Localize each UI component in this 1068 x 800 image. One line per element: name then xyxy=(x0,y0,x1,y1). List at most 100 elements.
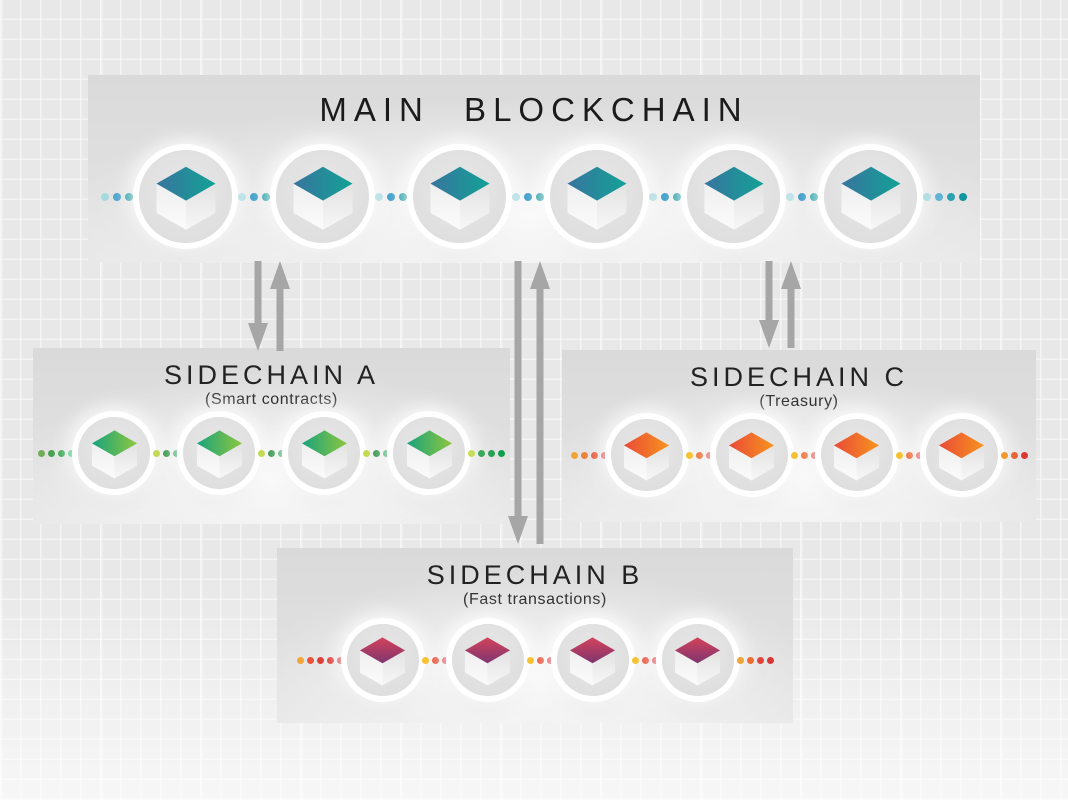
block-node xyxy=(824,150,917,243)
chain-link-dots xyxy=(649,192,681,201)
chain-dot xyxy=(498,449,505,457)
chain-dot xyxy=(915,451,923,459)
chain-dot xyxy=(631,656,639,664)
chain-link-dots xyxy=(101,192,133,201)
sidechain-a-subtitle: (Smart contracts) xyxy=(205,391,338,408)
chain-link-dots xyxy=(375,192,407,201)
main-blockchain-title: MAIN BLOCKCHAIN xyxy=(319,91,749,128)
chain-dot xyxy=(363,449,370,457)
chain-link-dots xyxy=(468,449,505,457)
sidechain-b-title: SIDECHAIN B xyxy=(426,560,644,590)
two-way-arrow-main-sidechain-c xyxy=(759,261,801,348)
block-node xyxy=(451,624,524,696)
chain-dot xyxy=(441,656,449,664)
chain-dot xyxy=(1000,451,1008,459)
block-node xyxy=(687,150,780,243)
sidechain-c-title: SIDECHAIN C xyxy=(689,362,909,392)
block-cube-icon xyxy=(91,429,137,479)
block-cube-icon xyxy=(938,431,985,481)
block-node xyxy=(556,624,629,696)
chain-dot xyxy=(431,656,439,664)
chain-dot xyxy=(570,451,578,459)
chain-dot xyxy=(580,451,588,459)
chain-dot xyxy=(238,192,246,201)
block-node xyxy=(413,150,506,243)
block-node xyxy=(715,419,788,491)
chain-dot xyxy=(512,192,520,201)
block-cube-icon xyxy=(623,431,670,481)
chain-dot xyxy=(163,449,170,457)
chain-dot xyxy=(641,656,649,664)
chain-dot xyxy=(923,192,931,201)
chain-link-dots xyxy=(38,449,75,457)
sidechain-c-panel: SIDECHAIN C (Treasury) xyxy=(562,350,1036,522)
chain-dot xyxy=(421,656,429,664)
chain-link-dots xyxy=(526,656,554,664)
block-node xyxy=(78,417,150,489)
chain-dot xyxy=(895,451,903,459)
block-cube-icon xyxy=(566,166,627,230)
block-node xyxy=(610,419,683,491)
chain-dot xyxy=(786,192,794,201)
block-node xyxy=(276,150,369,243)
sidechain-a-title: SIDECHAIN A xyxy=(163,360,380,390)
sidechain-a-panel: SIDECHAIN A (Smart contracts) xyxy=(33,348,510,524)
block-cube-icon xyxy=(292,166,353,230)
chain-link-dots xyxy=(258,449,285,457)
chain-link-dots xyxy=(238,192,270,201)
chain-link-dots xyxy=(512,192,544,201)
sidechain-a-chain xyxy=(33,414,510,492)
block-node xyxy=(393,417,465,489)
chain-dot xyxy=(58,449,65,457)
sidechain-c-chain xyxy=(562,416,1036,494)
chain-dot xyxy=(68,449,75,457)
chain-dot xyxy=(1010,451,1018,459)
block-node xyxy=(550,150,643,243)
chain-dot xyxy=(947,192,955,201)
block-cube-icon xyxy=(359,636,406,686)
chain-dot xyxy=(790,451,798,459)
block-cube-icon xyxy=(728,431,775,481)
chain-dot xyxy=(685,451,693,459)
chain-dot xyxy=(336,656,344,664)
chain-dot xyxy=(673,192,681,201)
chain-link-dots xyxy=(736,656,774,664)
block-cube-icon xyxy=(840,166,901,230)
chain-dot xyxy=(798,192,806,201)
chain-dot xyxy=(468,449,475,457)
chain-dot xyxy=(756,656,764,664)
block-cube-icon xyxy=(833,431,880,481)
chain-link-dots xyxy=(685,451,713,459)
chain-dot xyxy=(383,449,390,457)
chain-dot xyxy=(736,656,744,664)
chain-dot xyxy=(905,451,913,459)
chain-dot xyxy=(661,192,669,201)
chain-dot xyxy=(536,192,544,201)
chain-dot xyxy=(651,656,659,664)
chain-link-dots xyxy=(296,656,344,664)
chain-dot xyxy=(316,656,324,664)
block-cube-icon xyxy=(196,429,242,479)
block-cube-icon xyxy=(301,429,347,479)
chain-link-dots xyxy=(363,449,390,457)
chain-dot xyxy=(101,192,109,201)
two-way-arrow-main-sidechain-a xyxy=(248,261,290,351)
chain-link-dots xyxy=(790,451,818,459)
chain-dot xyxy=(278,449,285,457)
block-node xyxy=(183,417,255,489)
chain-dot xyxy=(705,451,713,459)
chain-dot xyxy=(125,192,133,201)
chain-dot xyxy=(48,449,55,457)
chain-dot xyxy=(258,449,265,457)
chain-dot xyxy=(373,449,380,457)
chain-dot xyxy=(375,192,383,201)
chain-dot xyxy=(546,656,554,664)
chain-dot xyxy=(296,656,304,664)
chain-link-dots xyxy=(421,656,449,664)
chain-dot xyxy=(153,449,160,457)
chain-dot xyxy=(173,449,180,457)
block-node xyxy=(288,417,360,489)
chain-dot xyxy=(810,192,818,201)
chain-dot xyxy=(810,451,818,459)
